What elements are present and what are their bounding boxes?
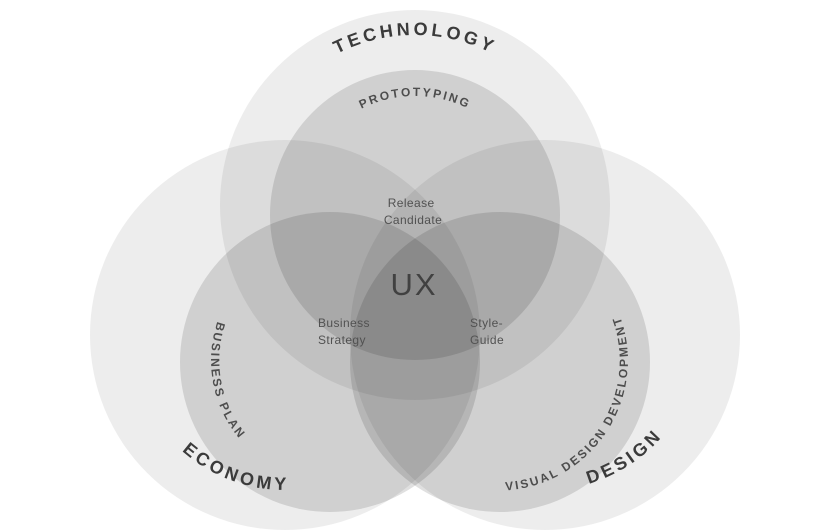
style-guide-label: Style- Guide <box>470 316 507 347</box>
business-strategy-label: Business Strategy <box>318 316 374 347</box>
release-candidate-label: Release Candidate <box>384 196 442 227</box>
visual-design-development-circle <box>350 212 650 512</box>
ux-label: UX <box>390 267 437 302</box>
